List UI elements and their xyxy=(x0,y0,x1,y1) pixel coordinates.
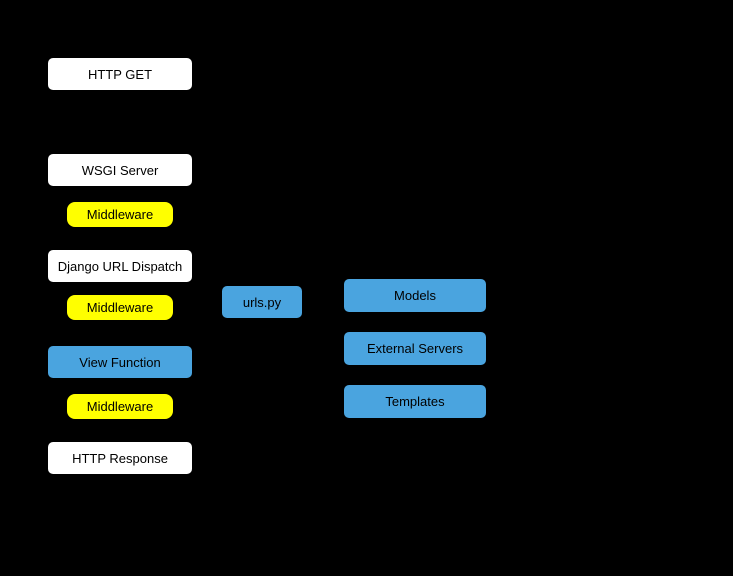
node-middleware-response: Middleware xyxy=(67,394,173,419)
node-middleware-request: Middleware xyxy=(67,202,173,227)
node-templates: Templates xyxy=(344,385,486,418)
node-view-function: View Function xyxy=(48,346,192,378)
node-wsgi-server: WSGI Server xyxy=(48,154,192,186)
node-urls-py: urls.py xyxy=(222,286,302,318)
node-http-get: HTTP GET xyxy=(48,58,192,90)
node-external-servers: External Servers xyxy=(344,332,486,365)
node-http-response: HTTP Response xyxy=(48,442,192,474)
node-middleware-view: Middleware xyxy=(67,295,173,320)
node-models: Models xyxy=(344,279,486,312)
node-django-url-dispatch: Django URL Dispatch xyxy=(48,250,192,282)
